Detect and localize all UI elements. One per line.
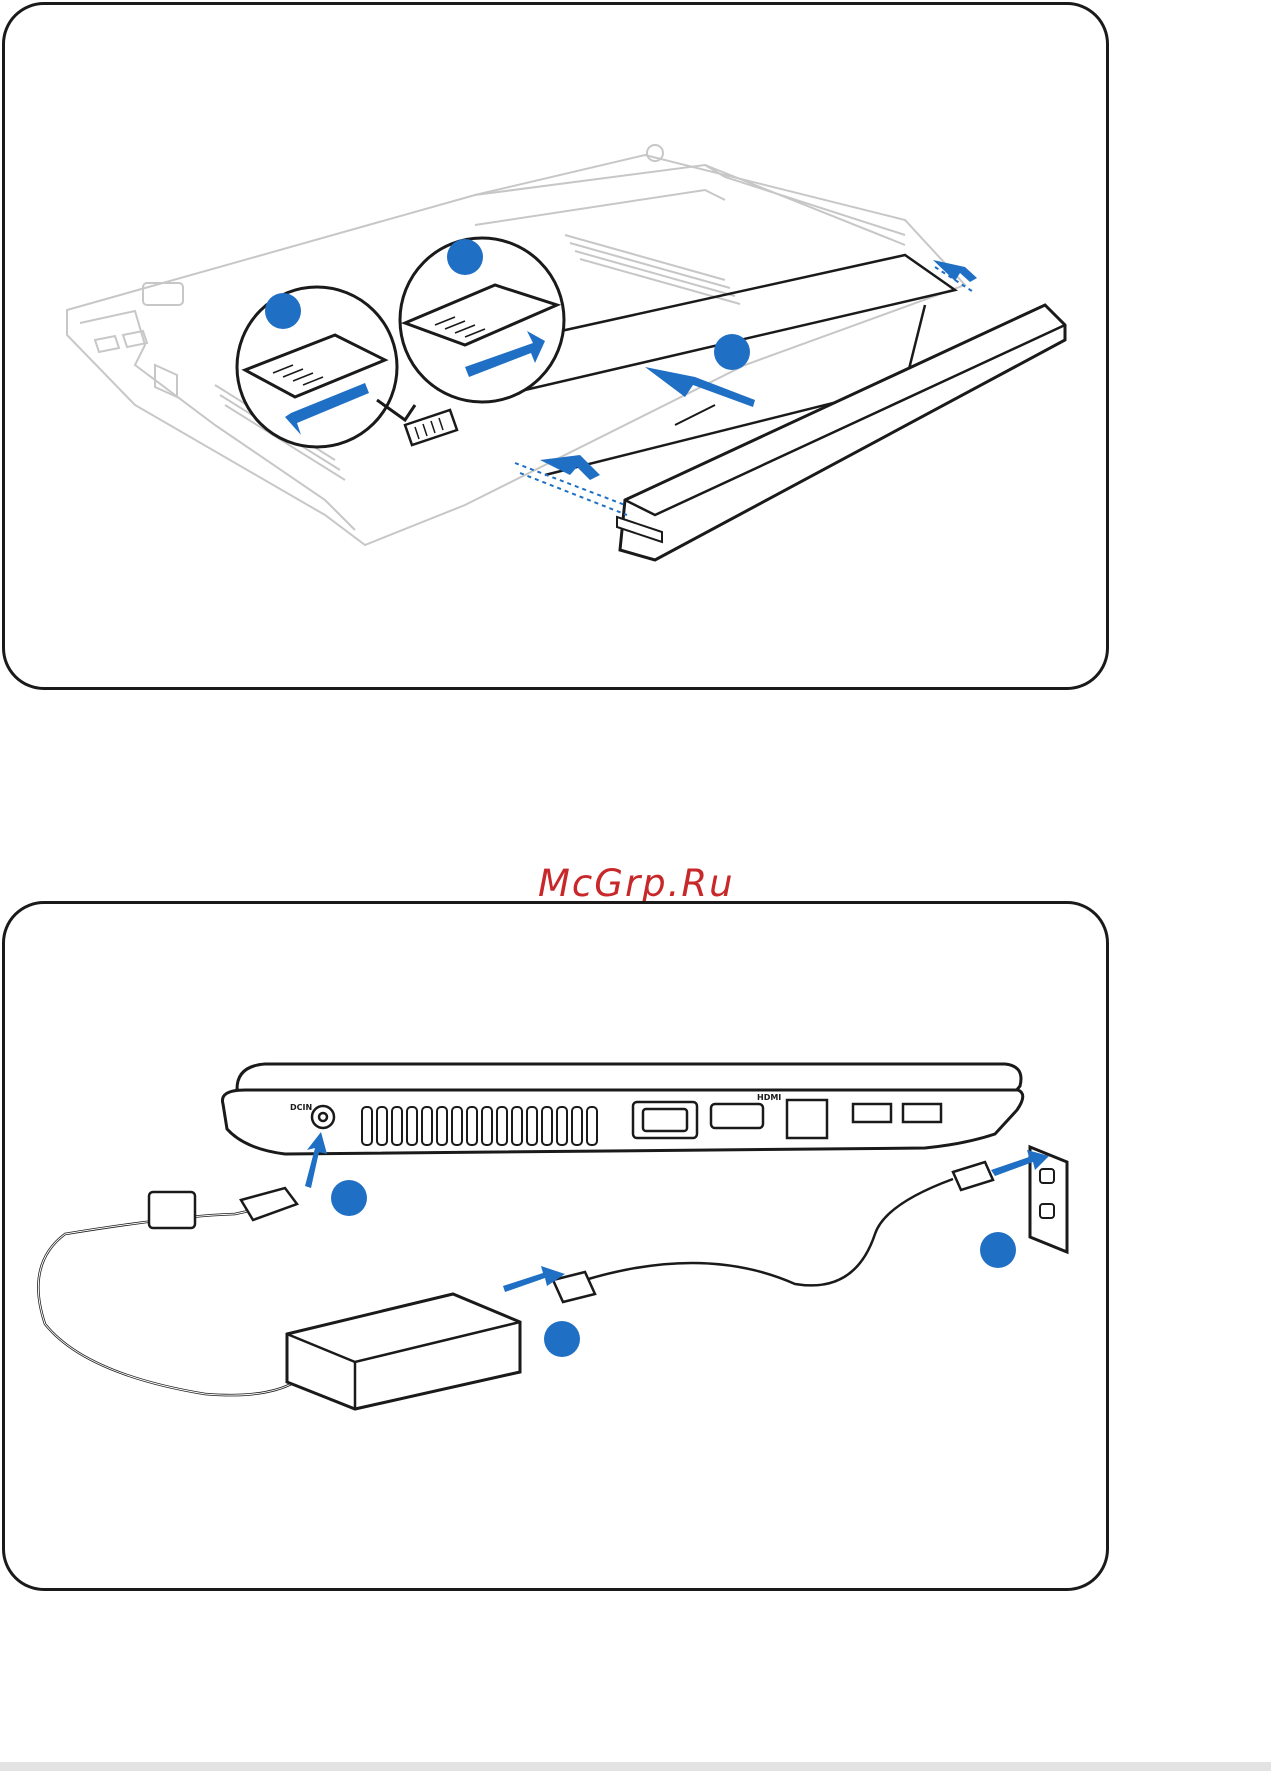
ac-adapter: [287, 1294, 520, 1409]
wall-plug: [953, 1162, 993, 1190]
power-connect-illustration: DCIN HDMI: [2, 901, 1109, 1591]
latch-callout: [400, 238, 564, 402]
page-footer-bar: [0, 1762, 1271, 1771]
lower-guide-arrow: [540, 455, 600, 480]
step-1-badge: [331, 1180, 367, 1216]
dc-plug: [149, 1188, 297, 1228]
step-3-badge: [544, 1321, 580, 1357]
dc-in-label: DCIN: [290, 1103, 312, 1112]
battery-install-illustration: [2, 2, 1109, 690]
step-2-badge: [447, 239, 483, 275]
watermark: McGrp.Ru: [538, 862, 735, 905]
lock-callout: [237, 287, 415, 447]
battery-pack: [617, 305, 1065, 560]
step-3-badge: [714, 334, 750, 370]
power-diagram: DCIN HDMI: [5, 904, 1109, 1591]
battery-insert-arrow: [645, 367, 755, 407]
connect-arrows: [305, 1132, 1049, 1292]
battery-latch-switch: [405, 410, 457, 445]
step-2-badge: [980, 1232, 1016, 1268]
step-1-badge: [265, 293, 301, 329]
hdmi-label: HDMI: [757, 1093, 781, 1102]
battery-diagram: [5, 5, 1109, 690]
